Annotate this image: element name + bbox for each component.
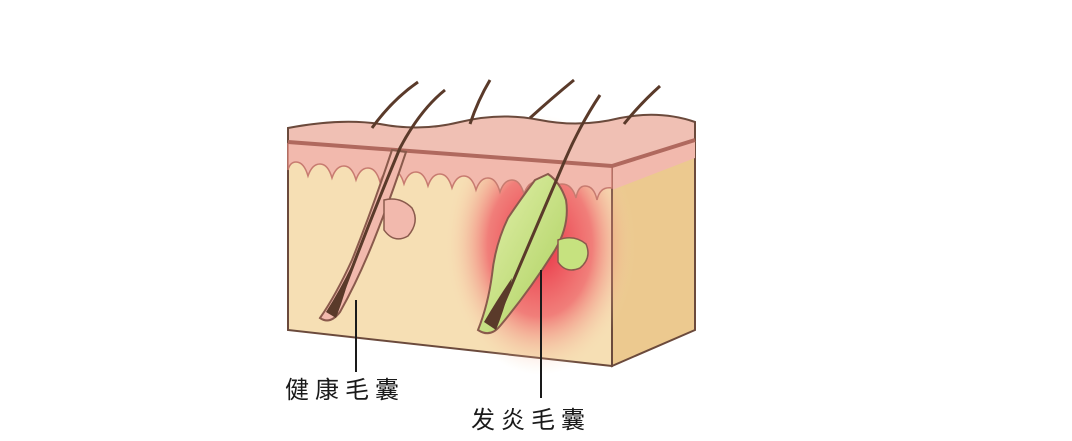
healthy-sebaceous-gland bbox=[383, 198, 416, 240]
block-side-epidermis bbox=[612, 135, 695, 190]
healthy-hair-root bbox=[326, 265, 352, 318]
surface-hair bbox=[468, 79, 492, 125]
healthy-follicle-label: 健康毛囊 bbox=[285, 376, 405, 404]
surface-hair bbox=[528, 78, 575, 120]
surface-hair bbox=[622, 84, 662, 125]
healthy-hair-shaft bbox=[338, 88, 446, 301]
inflamed-follicle bbox=[476, 172, 568, 335]
healthy-follicle bbox=[318, 148, 408, 322]
inflamed-hair-shaft bbox=[498, 94, 602, 313]
inflamed-follicle-label: 发炎毛囊 bbox=[471, 406, 591, 434]
inflamed-hair-root bbox=[484, 278, 512, 330]
surface-hair bbox=[370, 80, 419, 129]
inflamed-sebaceous-gland bbox=[557, 237, 589, 271]
